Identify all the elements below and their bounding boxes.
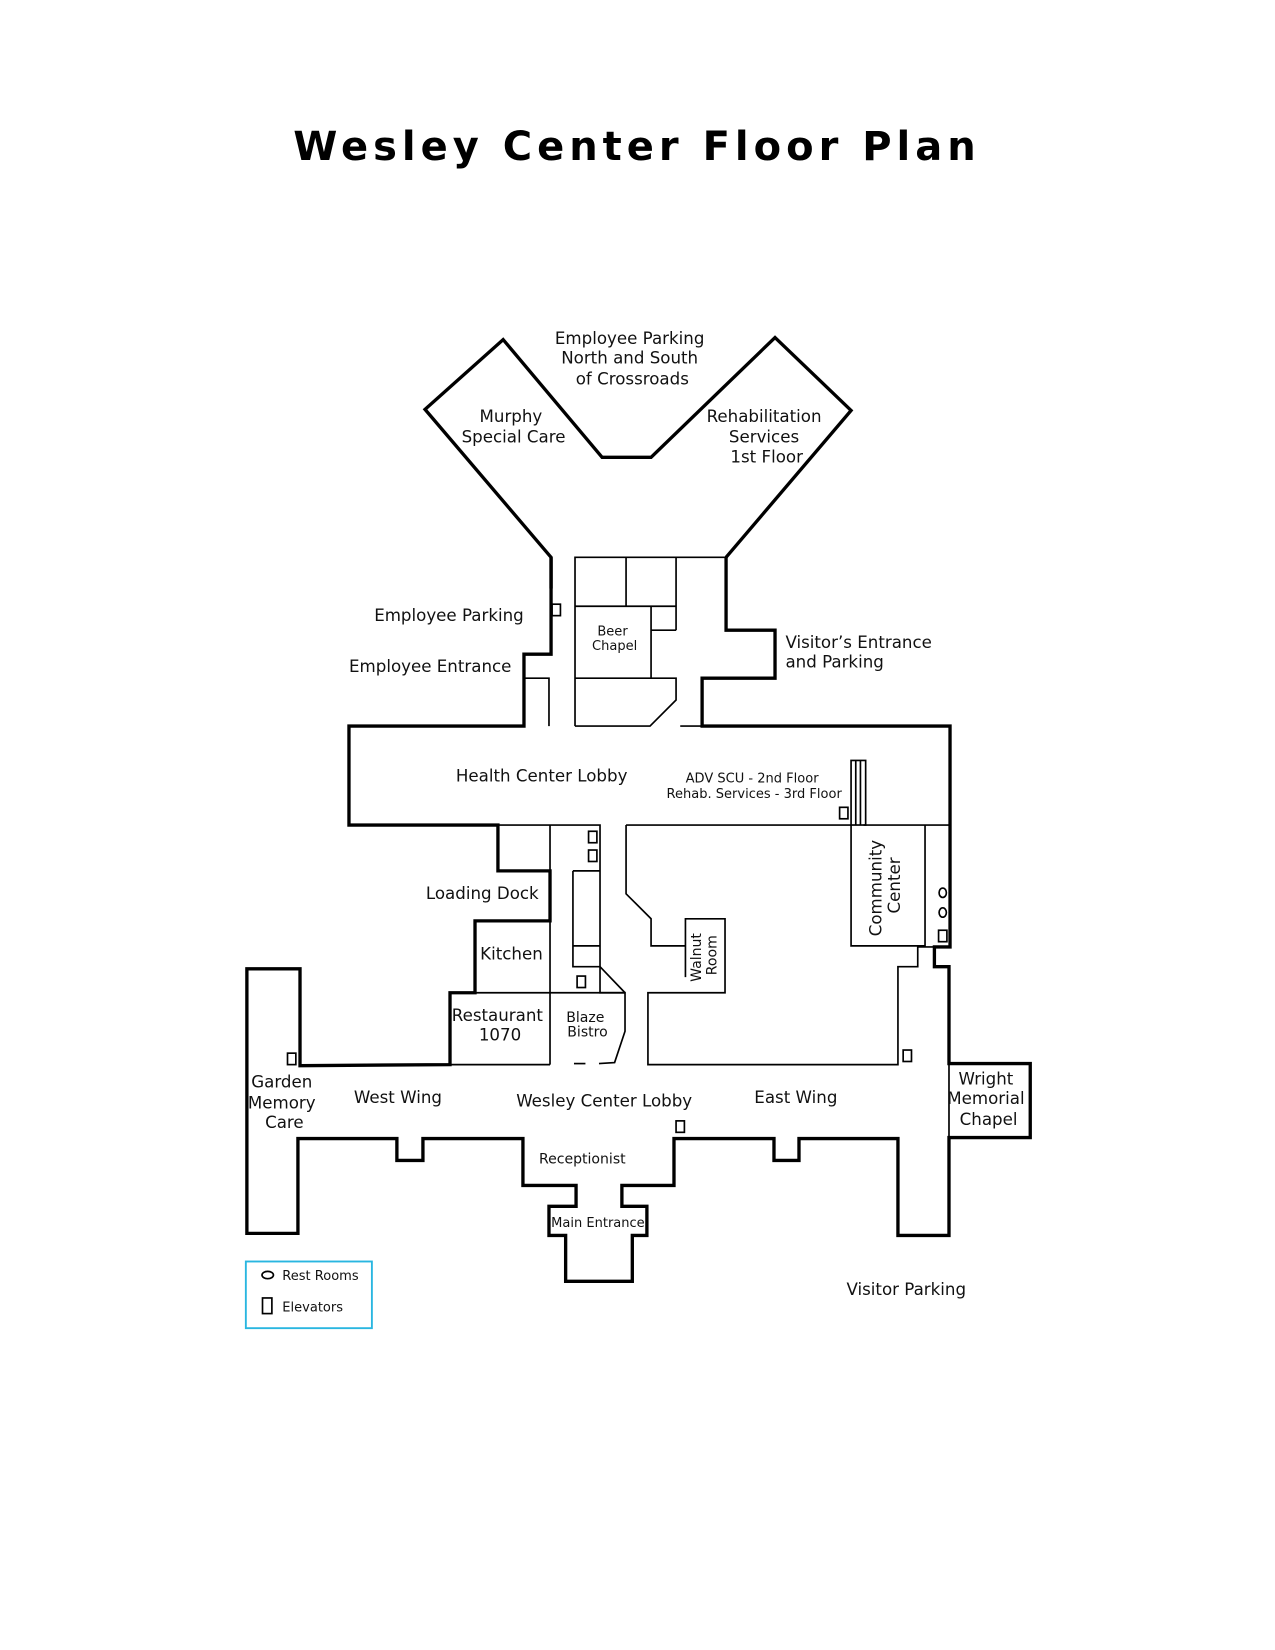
east-wing-label: East Wing: [754, 1088, 837, 1107]
wright-memorial-chapel-label: Wright Memorial Chapel: [947, 1069, 1030, 1129]
rest-rooms: [938, 887, 948, 919]
murphy-special-care-label: Murphy Special Care: [462, 407, 566, 447]
elevator-icon: [286, 1052, 297, 1066]
rehabilitation-services-label: Rehabilitation Services 1st Floor: [707, 407, 827, 467]
restaurant-1070-label: Restaurant 1070: [452, 1006, 548, 1045]
legend: Rest Rooms Elevators: [244, 1260, 373, 1330]
health-center-lobby-label: Health Center Lobby: [456, 766, 628, 785]
visitors-entrance-label: Visitor’s Entrance and Parking: [785, 633, 937, 672]
elevator-icon: [587, 849, 598, 863]
elevator-icon: [838, 806, 849, 820]
elevator-icon: [551, 603, 562, 617]
interior-walls: [450, 556, 951, 1138]
employee-parking-north-label: Employee Parking North and South of Cros…: [555, 329, 710, 389]
elevators: [286, 603, 948, 1134]
elevator-icon: [675, 1120, 686, 1134]
elevator-icon: [587, 830, 598, 844]
north-corridor-west-wall: [245, 557, 1032, 1283]
rest-room-icon: [938, 907, 948, 919]
elevator-icon: [937, 929, 948, 943]
floor-plan-drawing: Employee Parking North and South of Cros…: [244, 329, 1032, 1330]
rest-room-icon: [938, 887, 948, 899]
blaze-bistro-label: Blaze Bistro: [566, 1010, 609, 1041]
elevator-icon: [576, 975, 587, 989]
page-title: Wesley Center Floor Plan: [293, 124, 980, 170]
elevator-icon: [902, 1049, 913, 1063]
wesley-center-lobby-label: Wesley Center Lobby: [516, 1091, 692, 1110]
community-center-label: Community Center: [866, 835, 904, 937]
kitchen-label: Kitchen: [480, 944, 543, 963]
visitor-parking-label: Visitor Parking: [846, 1280, 966, 1299]
legend-elevators-label: Elevators: [282, 1301, 343, 1316]
beer-chapel-label: Beer Chapel: [592, 624, 637, 654]
garden-memory-care-label: Garden Memory Care: [248, 1073, 321, 1133]
legend-rest-rooms-label: Rest Rooms: [282, 1269, 359, 1284]
loading-dock-label: Loading Dock: [426, 884, 539, 903]
main-entrance-label: Main Entrance: [551, 1216, 645, 1231]
elevator-icon: [261, 1297, 273, 1315]
receptionist-label: Receptionist: [539, 1152, 626, 1168]
employee-entrance-label: Employee Entrance: [349, 657, 511, 676]
employee-parking-label: Employee Parking: [374, 606, 524, 625]
walnut-room-label: Walnut Room: [689, 929, 721, 982]
rest-room-icon: [261, 1270, 275, 1280]
west-wing-label: West Wing: [354, 1088, 442, 1107]
upper-floors-label: ADV SCU - 2nd Floor Rehab. Services - 3r…: [667, 771, 843, 802]
